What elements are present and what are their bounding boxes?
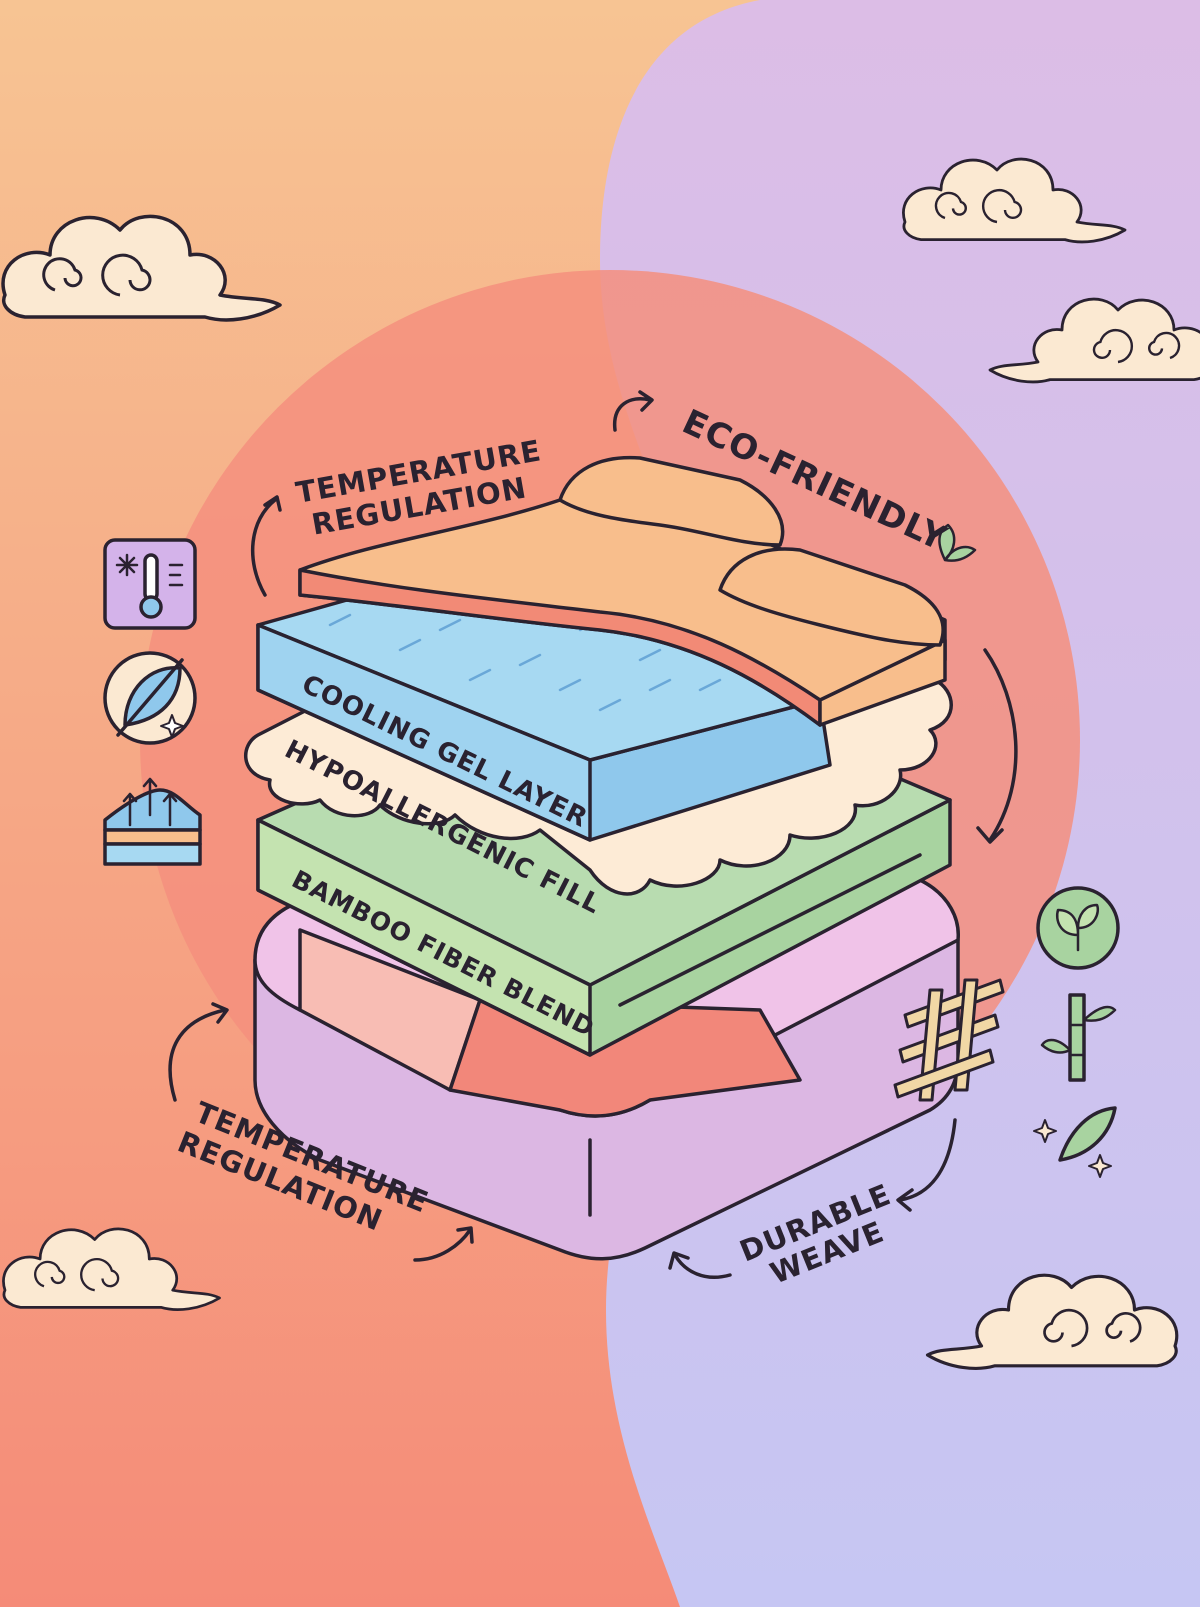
leaf-circle-icon: [1036, 886, 1120, 970]
blanket-layer: [298, 455, 947, 727]
no-feather-icon: [103, 651, 197, 745]
weave-icon: [893, 978, 1005, 1102]
thermometer-icon: [103, 538, 197, 630]
arrow: [613, 390, 654, 432]
arrows: [168, 390, 1018, 1280]
bamboo-icon: [1040, 993, 1117, 1082]
arrow: [668, 1251, 732, 1280]
pillow: [718, 547, 945, 647]
breathable-layers-icon: [103, 777, 202, 866]
sparkle-leaf-icon: [1033, 1106, 1117, 1178]
arrow: [976, 648, 1018, 844]
pillow: [558, 455, 785, 547]
arrow: [168, 1002, 229, 1102]
arrow: [896, 1118, 957, 1212]
arrow: [251, 495, 282, 597]
arrow: [413, 1226, 474, 1262]
sprout-icon: [938, 523, 977, 562]
